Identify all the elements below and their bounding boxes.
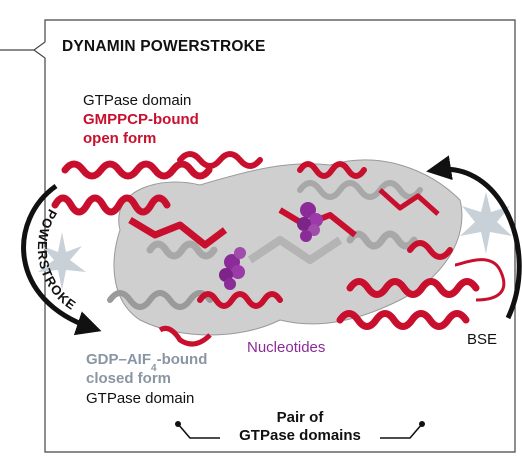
protein-structure [51,151,506,347]
closed-form-domain-label: GTPase domain [86,390,195,407]
right-arc-arrow [426,155,522,320]
closed-form-ligand-label: GDP–AIF4-bound [86,351,208,374]
bse-label: BSE [467,331,498,348]
page-title: DYNAMIN POWERSTROKE [62,38,266,55]
open-form-ligand-label: GMPPCP-bound [83,111,199,128]
right-burst-icon [460,192,512,254]
pair-label-line1: Pair of [276,409,324,426]
left-burst-icon [38,232,86,290]
nucleotides-label: Nucleotides [247,339,326,356]
pair-bracket [175,421,425,439]
nucleotide-left-icon [219,247,246,290]
frame-border [0,19,516,453]
pair-label-line2: GTPase domains [239,427,361,444]
open-form-domain-label: GTPase domain [83,92,192,109]
closed-form-state-label: closed form [86,370,172,387]
powerstroke-arrow [21,183,102,336]
open-form-state-label: open form [83,130,157,147]
nucleotide-right-icon [297,202,323,242]
